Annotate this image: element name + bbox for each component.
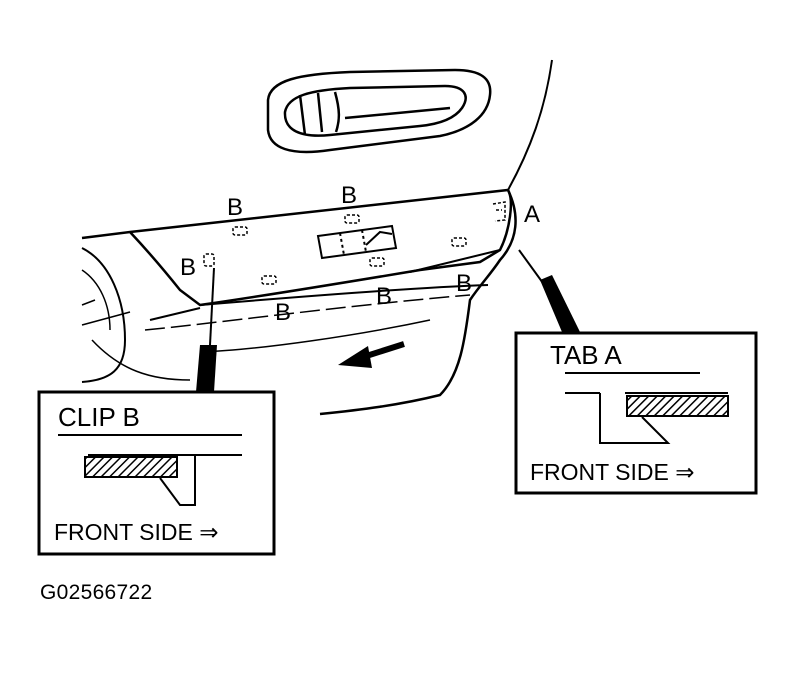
window-switch [316,224,398,260]
clip-b-front-side: FRONT SIDE ⇒ [54,519,219,545]
clip-b-label: B [341,182,357,209]
tab-a-detail-box: TAB A FRONT SIDE ⇒ [514,331,758,495]
front-direction-arrow [338,341,405,368]
clip-b-label: B [180,254,196,281]
clip-b-label: B [227,194,243,221]
tab-a-pointer [518,249,580,332]
door-outer-edge [507,59,553,191]
clip-b-title: CLIP B [58,402,140,432]
clip-markers [203,201,506,285]
clip-b-label: B [275,299,291,326]
tab-a-label: A [524,201,540,228]
figure-id: G02566722 [40,581,153,604]
tab-a-title: TAB A [550,340,622,370]
clip-b-label: B [456,270,472,297]
inside-door-handle [266,68,492,154]
clip-b-pointer [196,267,217,392]
door-trim-panel [81,188,517,416]
tab-a-front-side: FRONT SIDE ⇒ [530,459,695,485]
clip-b-detail-box: CLIP B FRONT SIDE ⇒ [37,390,276,556]
clip-b-label: B [376,283,392,310]
